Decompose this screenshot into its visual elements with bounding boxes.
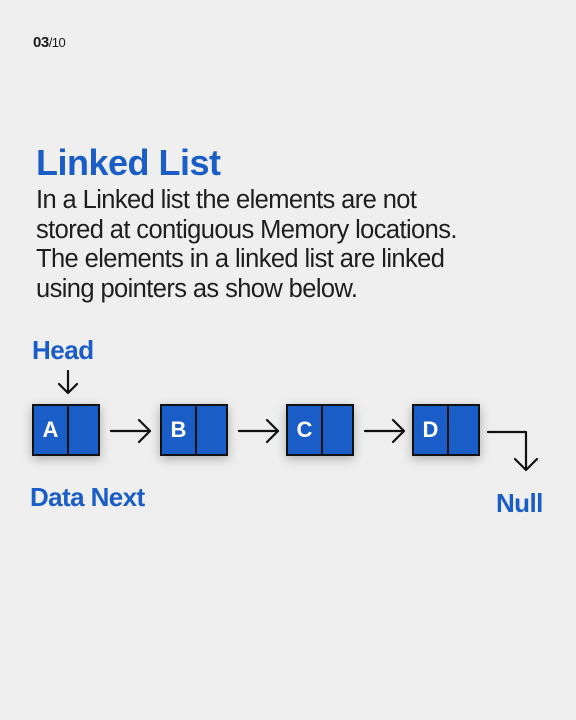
list-node-d: D bbox=[412, 404, 480, 456]
page-total: /10 bbox=[48, 35, 66, 50]
node-next-pointer bbox=[69, 406, 98, 454]
head-label: Head bbox=[32, 335, 94, 365]
null-label: Null bbox=[496, 488, 543, 518]
page-title: Linked List bbox=[36, 142, 221, 183]
description-line: using pointers as show below. bbox=[36, 274, 358, 303]
null-arrow-icon bbox=[486, 430, 539, 472]
node-next-pointer bbox=[449, 406, 478, 454]
data-next-label: Data Next bbox=[30, 482, 145, 512]
description-line: stored at contiguous Memory locations. bbox=[36, 215, 457, 244]
link-arrow-icon bbox=[110, 418, 152, 444]
node-next-pointer bbox=[323, 406, 352, 454]
head-arrow-icon bbox=[57, 370, 79, 395]
node-data: B bbox=[162, 406, 197, 454]
list-node-a: A bbox=[32, 404, 100, 456]
list-node-b: B bbox=[160, 404, 228, 456]
description-line: In a Linked list the elements are not bbox=[36, 186, 417, 214]
list-node-c: C bbox=[286, 404, 354, 456]
description: In a Linked list the elements are not st… bbox=[36, 186, 546, 304]
node-data: A bbox=[34, 406, 69, 454]
node-next-pointer bbox=[197, 406, 226, 454]
page-indicator: 03/10 bbox=[33, 34, 66, 51]
link-arrow-icon bbox=[364, 418, 406, 444]
node-data: C bbox=[288, 406, 323, 454]
node-data: D bbox=[414, 406, 449, 454]
link-arrow-icon bbox=[238, 418, 280, 444]
page-current: 03 bbox=[33, 34, 49, 51]
description-line: The elements in a linked list are linked bbox=[36, 245, 445, 273]
